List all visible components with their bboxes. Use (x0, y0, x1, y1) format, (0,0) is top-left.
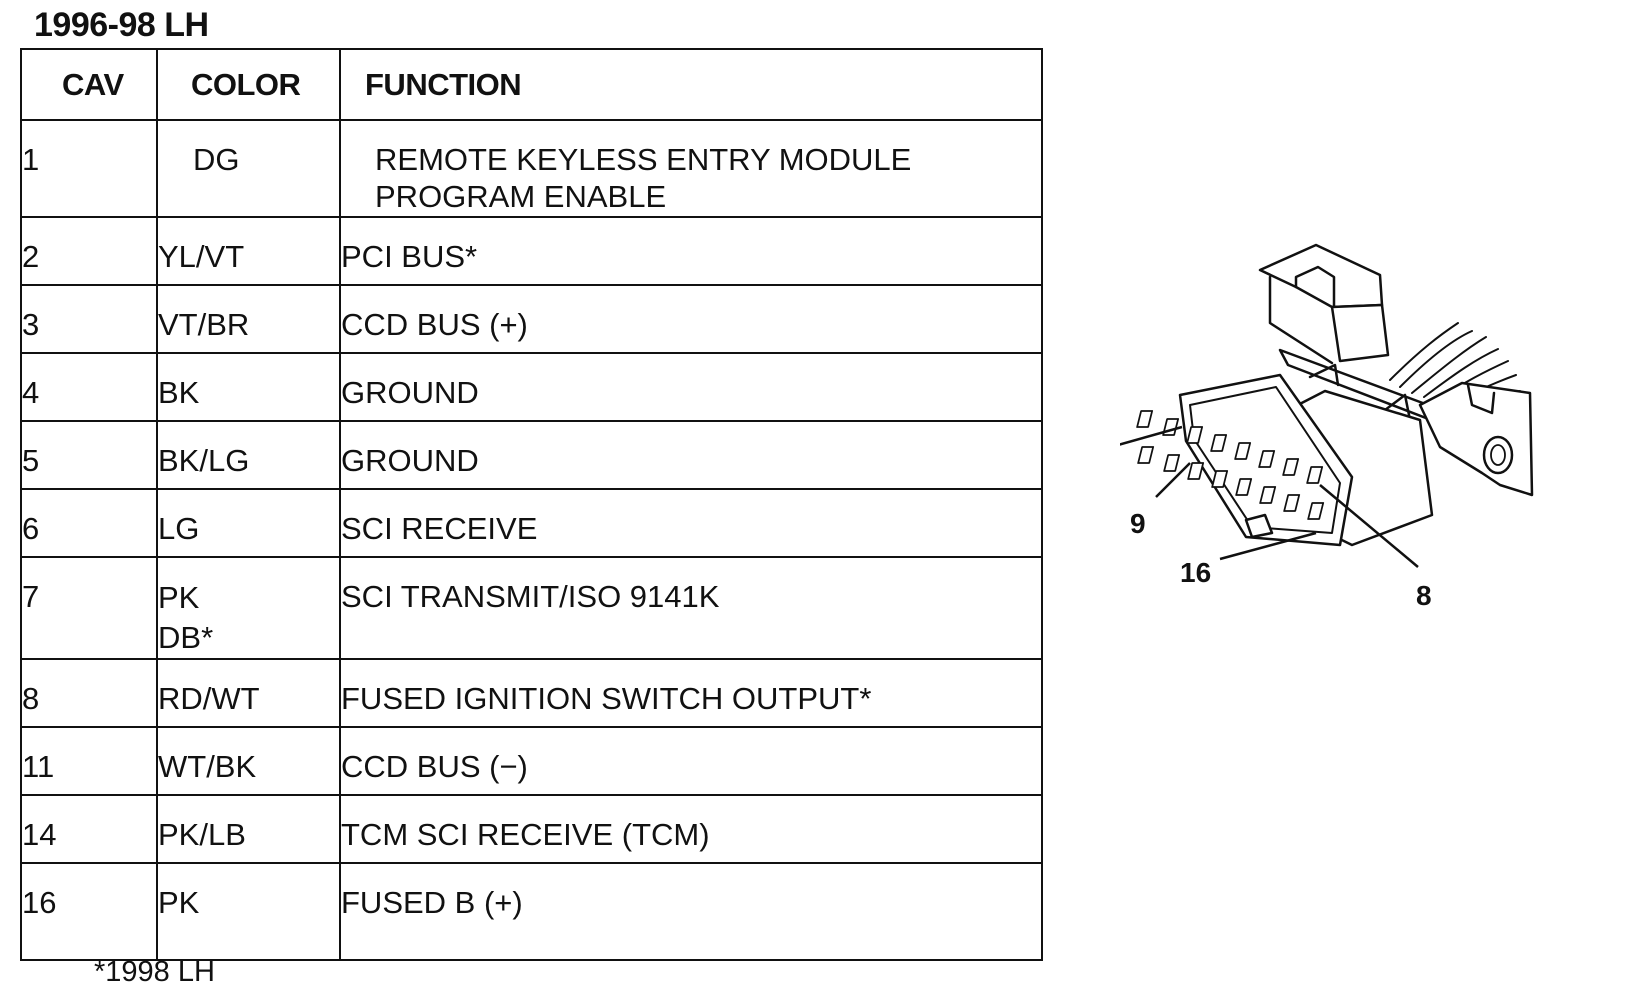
pin-label-8: 8 (1416, 580, 1432, 611)
wire-color-line1: PK (158, 580, 200, 615)
cavity-number: 8 (20, 658, 158, 728)
cavity-number: 4 (20, 352, 158, 422)
table-header-row: CAV COLOR FUNCTION (20, 48, 1043, 121)
table-row: 6 LG SCI RECEIVE (20, 488, 1043, 558)
cavity-number: 3 (20, 284, 158, 354)
leader-line-pin-9 (1155, 462, 1191, 498)
cavity-number: 2 (20, 216, 158, 286)
table-row: 4 BK GROUND (20, 352, 1043, 422)
circuit-function: SCI RECEIVE (339, 488, 1043, 558)
circuit-function: FUSED IGNITION SWITCH OUTPUT* (339, 658, 1043, 728)
footnote: *1998 LH (94, 956, 215, 988)
pin-label-16: 16 (1180, 557, 1211, 588)
cavity-number: 14 (20, 794, 158, 864)
wire-color: PK DB* (156, 556, 341, 660)
wire-color: VT/BR (156, 284, 341, 354)
cavity-number: 5 (20, 420, 158, 490)
connector-latch (1258, 243, 1384, 309)
wire-color: PK/LB (156, 794, 341, 864)
circuit-function: CCD BUS (−) (339, 726, 1043, 796)
wire-color: LG (156, 488, 341, 558)
circuit-function-line1: REMOTE KEYLESS ENTRY MODULE (375, 142, 912, 177)
table-row: 8 RD/WT FUSED IGNITION SWITCH OUTPUT* (20, 658, 1043, 728)
cavity-number: 16 (20, 862, 158, 961)
leader-lines (1120, 425, 1419, 568)
wire-color: WT/BK (156, 726, 341, 796)
wire-color: BK (156, 352, 341, 422)
wire-color: YL/VT (156, 216, 341, 286)
pin-label-9: 9 (1130, 508, 1146, 539)
cavity-number: 7 (20, 556, 158, 660)
pin-table: CAV COLOR FUNCTION 1 DG REMOTE KEYLESS E… (20, 48, 1043, 961)
circuit-function: SCI TRANSMIT/ISO 9141K (339, 556, 1043, 660)
wire-color: DG (156, 119, 341, 218)
header-function: FUNCTION (339, 48, 1043, 121)
table-row: 1 DG REMOTE KEYLESS ENTRY MODULE PROGRAM… (20, 119, 1043, 218)
cavity-number: 6 (20, 488, 158, 558)
mounting-hole (1482, 435, 1514, 475)
circuit-function-line2: PROGRAM ENABLE (375, 179, 667, 214)
table-row: 14 PK/LB TCM SCI RECEIVE (TCM) (20, 794, 1043, 864)
header-cav: CAV (20, 48, 158, 121)
table-row: 7 PK DB* SCI TRANSMIT/ISO 9141K (20, 556, 1043, 660)
pin-cavities-row-2 (1137, 446, 1325, 520)
wire-color: BK/LG (156, 420, 341, 490)
circuit-function: CCD BUS (+) (339, 284, 1043, 354)
leader-line-pin-8 (1319, 484, 1419, 568)
table-row: 11 WT/BK CCD BUS (−) (20, 726, 1043, 796)
leader-line-pin-1 (1120, 425, 1183, 446)
table-row: 3 VT/BR CCD BUS (+) (20, 284, 1043, 354)
circuit-function: GROUND (339, 352, 1043, 422)
leader-line-pin-16 (1219, 531, 1317, 561)
circuit-function: REMOTE KEYLESS ENTRY MODULE PROGRAM ENAB… (339, 119, 1043, 218)
cavity-number: 11 (20, 726, 158, 796)
wire-color: PK (156, 862, 341, 961)
cavity-number: 1 (20, 119, 158, 218)
circuit-function: PCI BUS* (339, 216, 1043, 286)
diagnostic-connector-illustration: 1 9 16 8 (1120, 243, 1534, 611)
mounting-flange (1418, 381, 1534, 497)
table-row: 5 BK/LG GROUND (20, 420, 1043, 490)
header-color: COLOR (156, 48, 341, 121)
wire-color: RD/WT (156, 658, 341, 728)
table-row: 16 PK FUSED B (+) (20, 862, 1043, 961)
circuit-function: TCM SCI RECEIVE (TCM) (339, 794, 1043, 864)
wire-color-line2: DB* (158, 620, 214, 655)
diagram-title: 1996-98 LH (34, 6, 209, 44)
circuit-function: FUSED B (+) (339, 862, 1043, 961)
table-row: 2 YL/VT PCI BUS* (20, 216, 1043, 286)
circuit-function: GROUND (339, 420, 1043, 490)
